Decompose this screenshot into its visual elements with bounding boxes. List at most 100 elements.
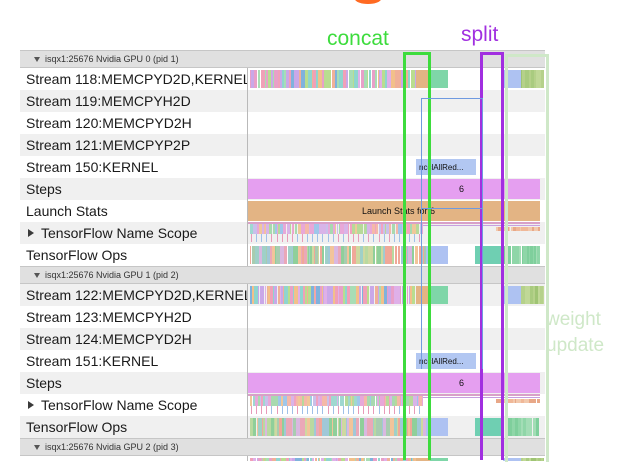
timeline-row[interactable]: TensorFlow Name Scope	[20, 222, 545, 244]
timeline-row[interactable]: Stream 118:MEMCPYD2D,KERNEL,ME	[20, 68, 545, 90]
trace-slice	[324, 458, 326, 461]
timeline-row[interactable]: Stream 119:MEMCPYH2D	[20, 90, 545, 112]
steps-band[interactable]	[248, 179, 540, 199]
row-track[interactable]: Launch Stats for 6	[248, 200, 545, 222]
trace-slice	[261, 70, 263, 88]
trace-slice	[289, 70, 291, 88]
chevron-down-icon[interactable]	[34, 56, 40, 62]
row-label[interactable]: Stream 123:MEMCPYH2D	[20, 306, 248, 328]
annotation-concat-label: concat	[327, 27, 389, 50]
trace-slice	[380, 396, 384, 406]
trace-slice	[415, 70, 416, 88]
row-track[interactable]: 6	[248, 372, 545, 394]
row-label-text: TensorFlow Name Scope	[41, 225, 198, 241]
trace-tick	[312, 406, 314, 414]
row-label[interactable]: Launch Stats	[20, 200, 248, 222]
trace-slice	[531, 399, 533, 403]
timeline-row[interactable]: TensorFlow Name Scope	[20, 394, 545, 416]
timeline-row[interactable]: Stream 150:KERNEL ncclAllRed...	[20, 156, 545, 178]
trace-slice	[260, 396, 261, 406]
row-label[interactable]: Stream 151:KERNEL	[20, 350, 248, 372]
row-label[interactable]: Stream 120:MEMCPYD2H	[20, 112, 248, 134]
trace-tick	[256, 234, 258, 242]
chevron-right-icon[interactable]	[28, 229, 34, 237]
row-label[interactable]: Steps	[20, 178, 248, 200]
trace-slice	[339, 224, 340, 234]
nccl-allreduce-block[interactable]: ncclAllRed...	[416, 353, 476, 369]
trace-slice	[367, 418, 370, 436]
row-label[interactable]: Stream 118:MEMCPYD2D,KERNEL,ME	[20, 68, 248, 90]
timeline-row[interactable]: Stream 123:MEMCPYH2D	[20, 306, 545, 328]
chevron-down-icon[interactable]	[34, 444, 40, 450]
trace-slice	[342, 418, 346, 436]
row-track[interactable]	[248, 222, 545, 244]
row-label[interactable]: TensorFlow Name Scope	[20, 222, 248, 244]
trace-tick	[266, 406, 268, 414]
trace-slice	[354, 70, 358, 88]
steps-band[interactable]	[248, 373, 540, 393]
trace-slice	[387, 70, 391, 88]
trace-slice	[412, 224, 413, 234]
trace-viewer-panel[interactable]: isqx1:25676 Nvidia GPU 0 (pid 1)Stream 1…	[20, 50, 545, 461]
launch-stats-band[interactable]	[248, 201, 540, 221]
trace-slice	[250, 286, 252, 304]
trace-slice	[423, 246, 424, 264]
timeline-row[interactable]: Stream 121:MEMCPYP2P	[20, 134, 545, 156]
trace-slice	[267, 418, 271, 436]
row-label[interactable]: TensorFlow Ops	[20, 244, 248, 266]
timeline-row[interactable]: Stream 120:MEMCPYD2H	[20, 112, 545, 134]
trace-slice	[315, 458, 317, 461]
row-label[interactable]: Stream 121:MEMCPYP2P	[20, 134, 248, 156]
trace-tick	[296, 234, 298, 242]
trace-slice	[273, 224, 275, 234]
trace-slice	[526, 458, 529, 461]
row-label[interactable]: Stream 122:MEMCPYD2D,KERNEL,MI	[20, 284, 248, 306]
trace-tick	[307, 406, 309, 414]
row-label[interactable]: Stream 124:MEMCPYD2H	[20, 328, 248, 350]
trace-slice	[255, 396, 258, 406]
group-header-gpu-0[interactable]: isqx1:25676 Nvidia GPU 0 (pid 1)	[20, 50, 545, 68]
trace-slice	[303, 286, 305, 304]
row-label[interactable]: TensorFlow Name Scope	[20, 394, 248, 416]
timeline-row[interactable]: Stream 126:MEMCPYD2D,KERNEL,MI	[20, 456, 545, 461]
trace-slice	[298, 286, 300, 304]
trace-tick	[363, 234, 365, 242]
chevron-right-icon[interactable]	[28, 401, 34, 409]
trace-tick	[322, 234, 324, 242]
row-track[interactable]: ncclAllRed...	[248, 350, 545, 372]
trace-slice	[322, 418, 325, 436]
row-track[interactable]	[248, 68, 545, 90]
row-label[interactable]: Stream 150:KERNEL	[20, 156, 248, 178]
trace-tick	[261, 406, 263, 414]
timeline-row[interactable]: Stream 122:MEMCPYD2D,KERNEL,MI	[20, 284, 545, 306]
group-header-gpu-2[interactable]: isqx1:25676 Nvidia GPU 2 (pid 3)	[20, 438, 545, 456]
row-track[interactable]	[248, 284, 545, 306]
group-header-label: isqx1:25676 Nvidia GPU 1 (pid 2)	[45, 270, 179, 280]
trace-slice	[376, 224, 378, 234]
row-track[interactable]: ncclAllRed...	[248, 156, 545, 178]
row-label[interactable]: Stream 119:MEMCPYH2D	[20, 90, 248, 112]
row-label[interactable]: Stream 126:MEMCPYD2D,KERNEL,MI	[20, 456, 248, 461]
trace-slice	[321, 396, 322, 406]
chevron-down-icon[interactable]	[34, 272, 40, 278]
trace-slice	[265, 396, 268, 406]
trace-slice	[284, 418, 286, 436]
timeline-row[interactable]: Stream 151:KERNEL ncclAllRed...	[20, 350, 545, 372]
row-label[interactable]: TensorFlow Ops	[20, 416, 248, 438]
timeline-row[interactable]: Stream 124:MEMCPYD2H	[20, 328, 545, 350]
row-track[interactable]: 6	[248, 178, 545, 200]
trace-tick	[291, 234, 293, 242]
trace-slice	[347, 418, 349, 436]
group-header-gpu-1[interactable]: isqx1:25676 Nvidia GPU 1 (pid 2)	[20, 266, 545, 284]
row-label[interactable]: Steps	[20, 372, 248, 394]
trace-slice	[496, 399, 500, 403]
trace-slice	[322, 246, 324, 264]
trace-slice	[314, 224, 316, 234]
row-track[interactable]	[248, 456, 545, 461]
trace-slice	[251, 70, 254, 88]
nccl-allreduce-block[interactable]: ncclAllRed...	[416, 159, 476, 175]
timeline-row[interactable]: TensorFlow Ops	[20, 416, 545, 438]
